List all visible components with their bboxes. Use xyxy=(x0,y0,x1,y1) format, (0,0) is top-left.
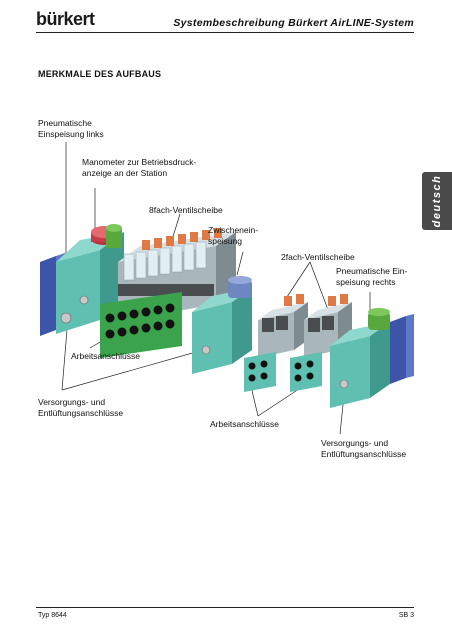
label-work-ports-mid: Arbeitsanschlüsse xyxy=(210,419,279,429)
section-title: MERKMALE DES AUFBAUS xyxy=(38,69,162,79)
label-pneumatic-supply-right: Pneumatische Ein-speisung rechts xyxy=(336,266,408,287)
right-end-plate xyxy=(390,316,406,384)
label-intermediate-supply: Zwischenein-speisung xyxy=(208,225,259,246)
left-end-plate xyxy=(40,256,56,336)
footer-type: Typ 8644 xyxy=(38,612,67,619)
buerkert-logo: bürkert xyxy=(36,9,95,29)
right-supply-block xyxy=(330,336,370,408)
header-title: Systembeschreibung Bürkert AirLINE-Syste… xyxy=(173,17,414,29)
intermediate-supply-block xyxy=(192,302,232,374)
label-valve-disc-2: 2fach-Ventilscheibe xyxy=(281,252,355,262)
label-work-ports-left: Arbeitsanschlüsse xyxy=(71,351,140,361)
label-valve-disc-8: 8fach-Ventilscheibe xyxy=(149,205,223,215)
language-tab[interactable]: deutsch xyxy=(422,172,452,230)
footer-page-number: SB 3 xyxy=(398,612,414,619)
footer-divider xyxy=(36,607,414,608)
header-divider xyxy=(36,32,414,33)
label-manometer: Manometer zur Betriebsdruck-anzeige an d… xyxy=(82,157,197,178)
